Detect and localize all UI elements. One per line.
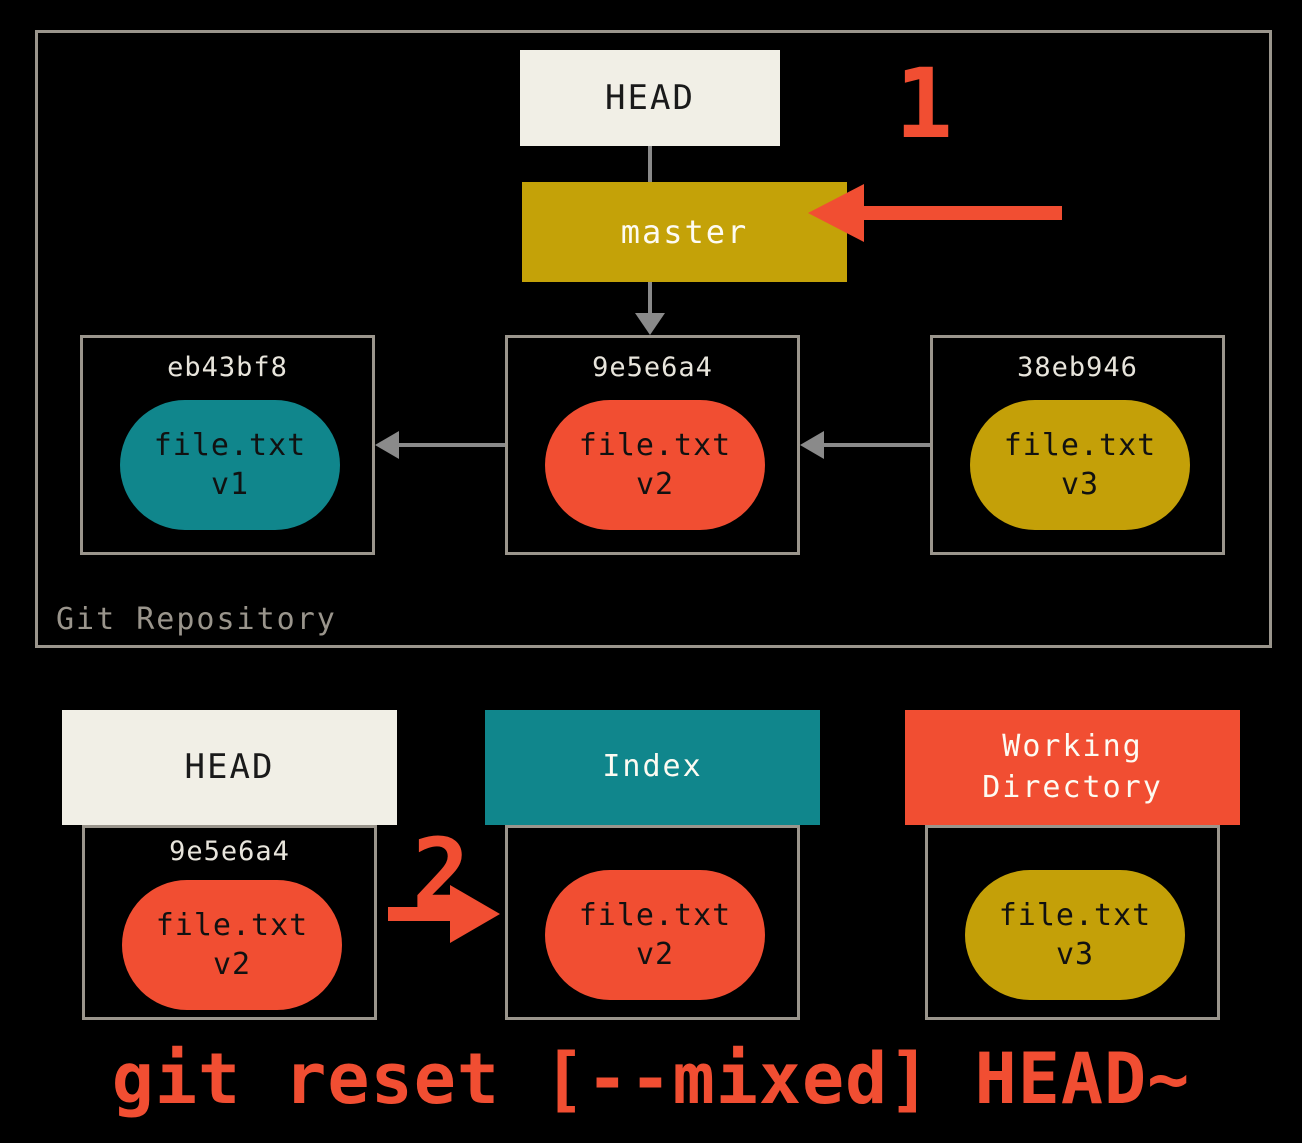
arrow-down-icon — [635, 313, 665, 335]
working-directory-area-header: Working Directory — [905, 710, 1240, 825]
index-area-title: Index — [602, 749, 703, 785]
master-branch-box: master — [522, 182, 847, 282]
file-version: v2 — [212, 947, 252, 982]
working-directory-file-pill: file.txt v3 — [965, 870, 1185, 1000]
commit-hash: eb43bf8 — [167, 352, 288, 383]
file-snapshot-pill-v1: file.txt v1 — [120, 400, 340, 530]
file-name: file.txt — [155, 908, 309, 943]
git-repository-label: Git Repository — [56, 602, 337, 637]
commit-box-9e5e6a4: 9e5e6a4 file.txt v2 — [505, 335, 800, 555]
commit-box-38eb946: 38eb946 file.txt v3 — [930, 335, 1225, 555]
step-1-number: 1 — [895, 48, 953, 160]
step-2-arrow-right-icon — [450, 885, 500, 943]
file-snapshot-pill-v3: file.txt v3 — [970, 400, 1190, 530]
file-snapshot-pill-v2: file.txt v2 — [545, 400, 765, 530]
connector-master-to-commit — [648, 282, 652, 314]
head-ref-label: HEAD — [605, 78, 695, 118]
step-1-arrow-shaft — [862, 206, 1062, 220]
step-1-arrow-left-icon — [808, 184, 864, 242]
connector-head-to-master — [648, 146, 652, 182]
index-area-header: Index — [485, 710, 820, 825]
working-directory-area-title: Working Directory — [982, 729, 1163, 805]
index-area-file-pill: file.txt v2 — [545, 870, 765, 1000]
head-area-header: HEAD — [62, 710, 397, 825]
head-area-hash: 9e5e6a4 — [169, 836, 290, 867]
parent-arrow-shaft — [824, 443, 930, 447]
file-version: v1 — [210, 467, 250, 502]
file-version: v3 — [1055, 937, 1095, 972]
file-version: v3 — [1060, 467, 1100, 502]
step-2-arrow-shaft — [388, 907, 452, 921]
head-area-file-pill: file.txt v2 — [122, 880, 342, 1010]
file-version: v2 — [635, 467, 675, 502]
head-area-title: HEAD — [184, 746, 275, 787]
arrow-left-icon — [375, 431, 399, 459]
master-branch-label: master — [620, 213, 749, 251]
file-name: file.txt — [153, 428, 307, 463]
working-directory-area-body: file.txt v3 — [925, 825, 1220, 1020]
parent-arrow-shaft — [399, 443, 505, 447]
git-repository-box: Git Repository — [35, 30, 1272, 648]
commit-box-eb43bf8: eb43bf8 file.txt v1 — [80, 335, 375, 555]
file-name: file.txt — [578, 428, 732, 463]
index-area-body: file.txt v2 — [505, 825, 800, 1020]
arrow-left-icon — [800, 431, 824, 459]
head-area-body: 9e5e6a4 file.txt v2 — [82, 825, 377, 1020]
file-name: file.txt — [1003, 428, 1157, 463]
file-name: file.txt — [998, 898, 1152, 933]
head-ref-box: HEAD — [520, 50, 780, 146]
commit-hash: 9e5e6a4 — [592, 352, 713, 383]
file-name: file.txt — [578, 898, 732, 933]
command-caption: git reset [--mixed] HEAD~ — [111, 1038, 1191, 1120]
file-version: v2 — [635, 937, 675, 972]
commit-hash: 38eb946 — [1017, 352, 1138, 383]
